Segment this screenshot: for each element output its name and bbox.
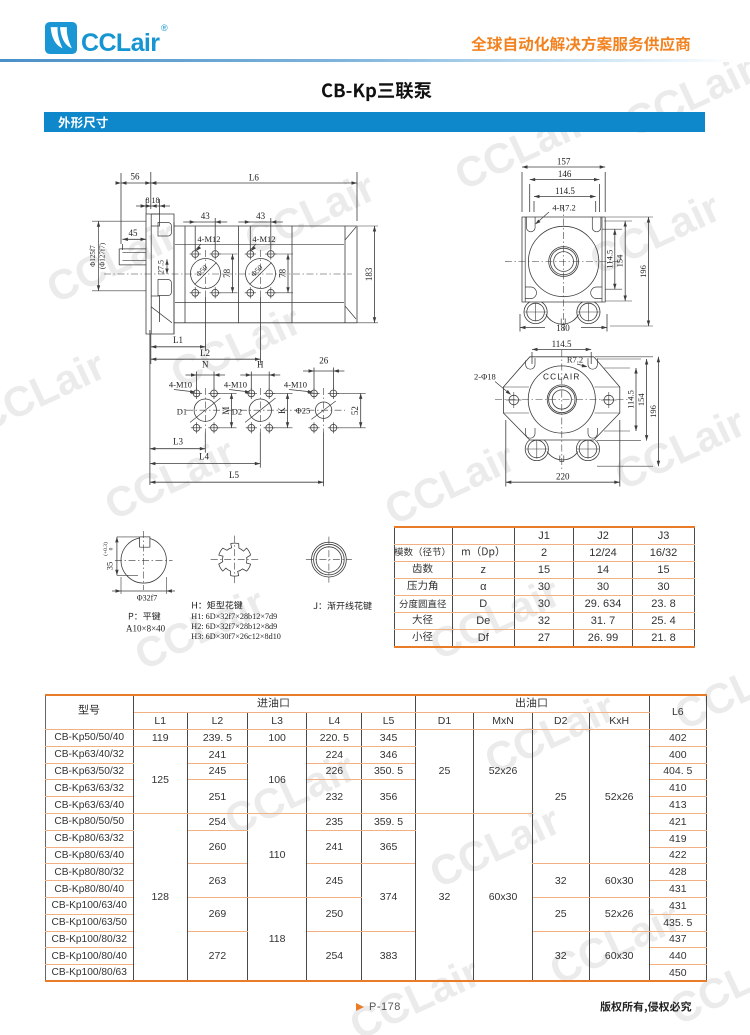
svg-text:(Φ127f7): (Φ127f7) <box>99 242 107 269</box>
svg-text:Φ32f7: Φ32f7 <box>137 594 158 603</box>
svg-text:4-R7.2: 4-R7.2 <box>552 203 575 213</box>
svg-text:114.5: 114.5 <box>555 186 575 196</box>
svg-text:157: 157 <box>557 157 571 167</box>
svg-text:Φ50: Φ50 <box>249 263 265 279</box>
svg-text:H1: 6D×32f7×28b12×7d9: H1: 6D×32f7×28b12×7d9 <box>191 612 277 621</box>
svg-text:(+0.3): (+0.3) <box>102 542 109 556</box>
svg-text:27.5: 27.5 <box>157 260 166 274</box>
svg-text:L4: L4 <box>199 452 209 462</box>
svg-text:43: 43 <box>201 211 211 221</box>
svg-text:M: M <box>221 407 231 415</box>
svg-text:146: 146 <box>558 169 572 179</box>
svg-text:H: H <box>257 360 264 370</box>
svg-text:78: 78 <box>278 268 288 278</box>
svg-text:26: 26 <box>319 356 329 366</box>
svg-text:L6: L6 <box>249 173 259 183</box>
svg-text:Φ50: Φ50 <box>194 263 210 279</box>
svg-text:35: 35 <box>105 562 115 571</box>
svg-text:52: 52 <box>350 406 360 415</box>
svg-text:4-M10: 4-M10 <box>224 380 247 390</box>
svg-text:K: K <box>277 407 287 414</box>
svg-text:183: 183 <box>364 267 374 281</box>
svg-text:4-M10: 4-M10 <box>284 380 307 390</box>
svg-text:45: 45 <box>129 228 139 238</box>
svg-text:R7.2: R7.2 <box>567 355 583 365</box>
svg-text:Φ25: Φ25 <box>296 406 311 416</box>
svg-text:18: 18 <box>152 196 160 205</box>
svg-text:220: 220 <box>556 472 570 482</box>
svg-text:4-M12: 4-M12 <box>252 234 275 244</box>
svg-text:Φ125f7: Φ125f7 <box>89 245 97 267</box>
svg-text:0: 0 <box>109 547 115 550</box>
svg-text:114.5: 114.5 <box>604 250 614 269</box>
svg-text:180: 180 <box>556 323 570 333</box>
svg-text:A10×8×40: A10×8×40 <box>126 624 166 634</box>
svg-text:H2: 6D×32f7×28b12×8d9: H2: 6D×32f7×28b12×8d9 <box>191 622 277 631</box>
svg-text:L2: L2 <box>200 348 210 358</box>
svg-text:56: 56 <box>131 172 141 182</box>
svg-text:43: 43 <box>256 211 266 221</box>
svg-text:N: N <box>202 360 209 370</box>
svg-text:D1: D1 <box>177 407 187 417</box>
svg-text:L1: L1 <box>173 335 183 345</box>
svg-text:154: 154 <box>615 254 625 268</box>
svg-text:2-Φ18: 2-Φ18 <box>474 372 496 382</box>
svg-text:154: 154 <box>636 393 646 407</box>
svg-text:4-M10: 4-M10 <box>169 380 192 390</box>
svg-text:CCLAIR: CCLAIR <box>543 372 581 382</box>
svg-text:196: 196 <box>648 405 658 418</box>
svg-text:D2: D2 <box>232 407 242 417</box>
svg-text:L3: L3 <box>173 437 183 447</box>
svg-text:H3: 6D×30f7×26c12×8d10: H3: 6D×30f7×26c12×8d10 <box>191 632 281 641</box>
svg-text:114.5: 114.5 <box>552 339 572 349</box>
svg-text:196: 196 <box>638 265 648 278</box>
svg-text:78: 78 <box>222 268 232 278</box>
svg-text:4-M12: 4-M12 <box>197 234 220 244</box>
svg-text:114.5: 114.5 <box>626 390 636 409</box>
svg-text:8: 8 <box>146 196 150 205</box>
svg-text:L5: L5 <box>229 470 239 480</box>
